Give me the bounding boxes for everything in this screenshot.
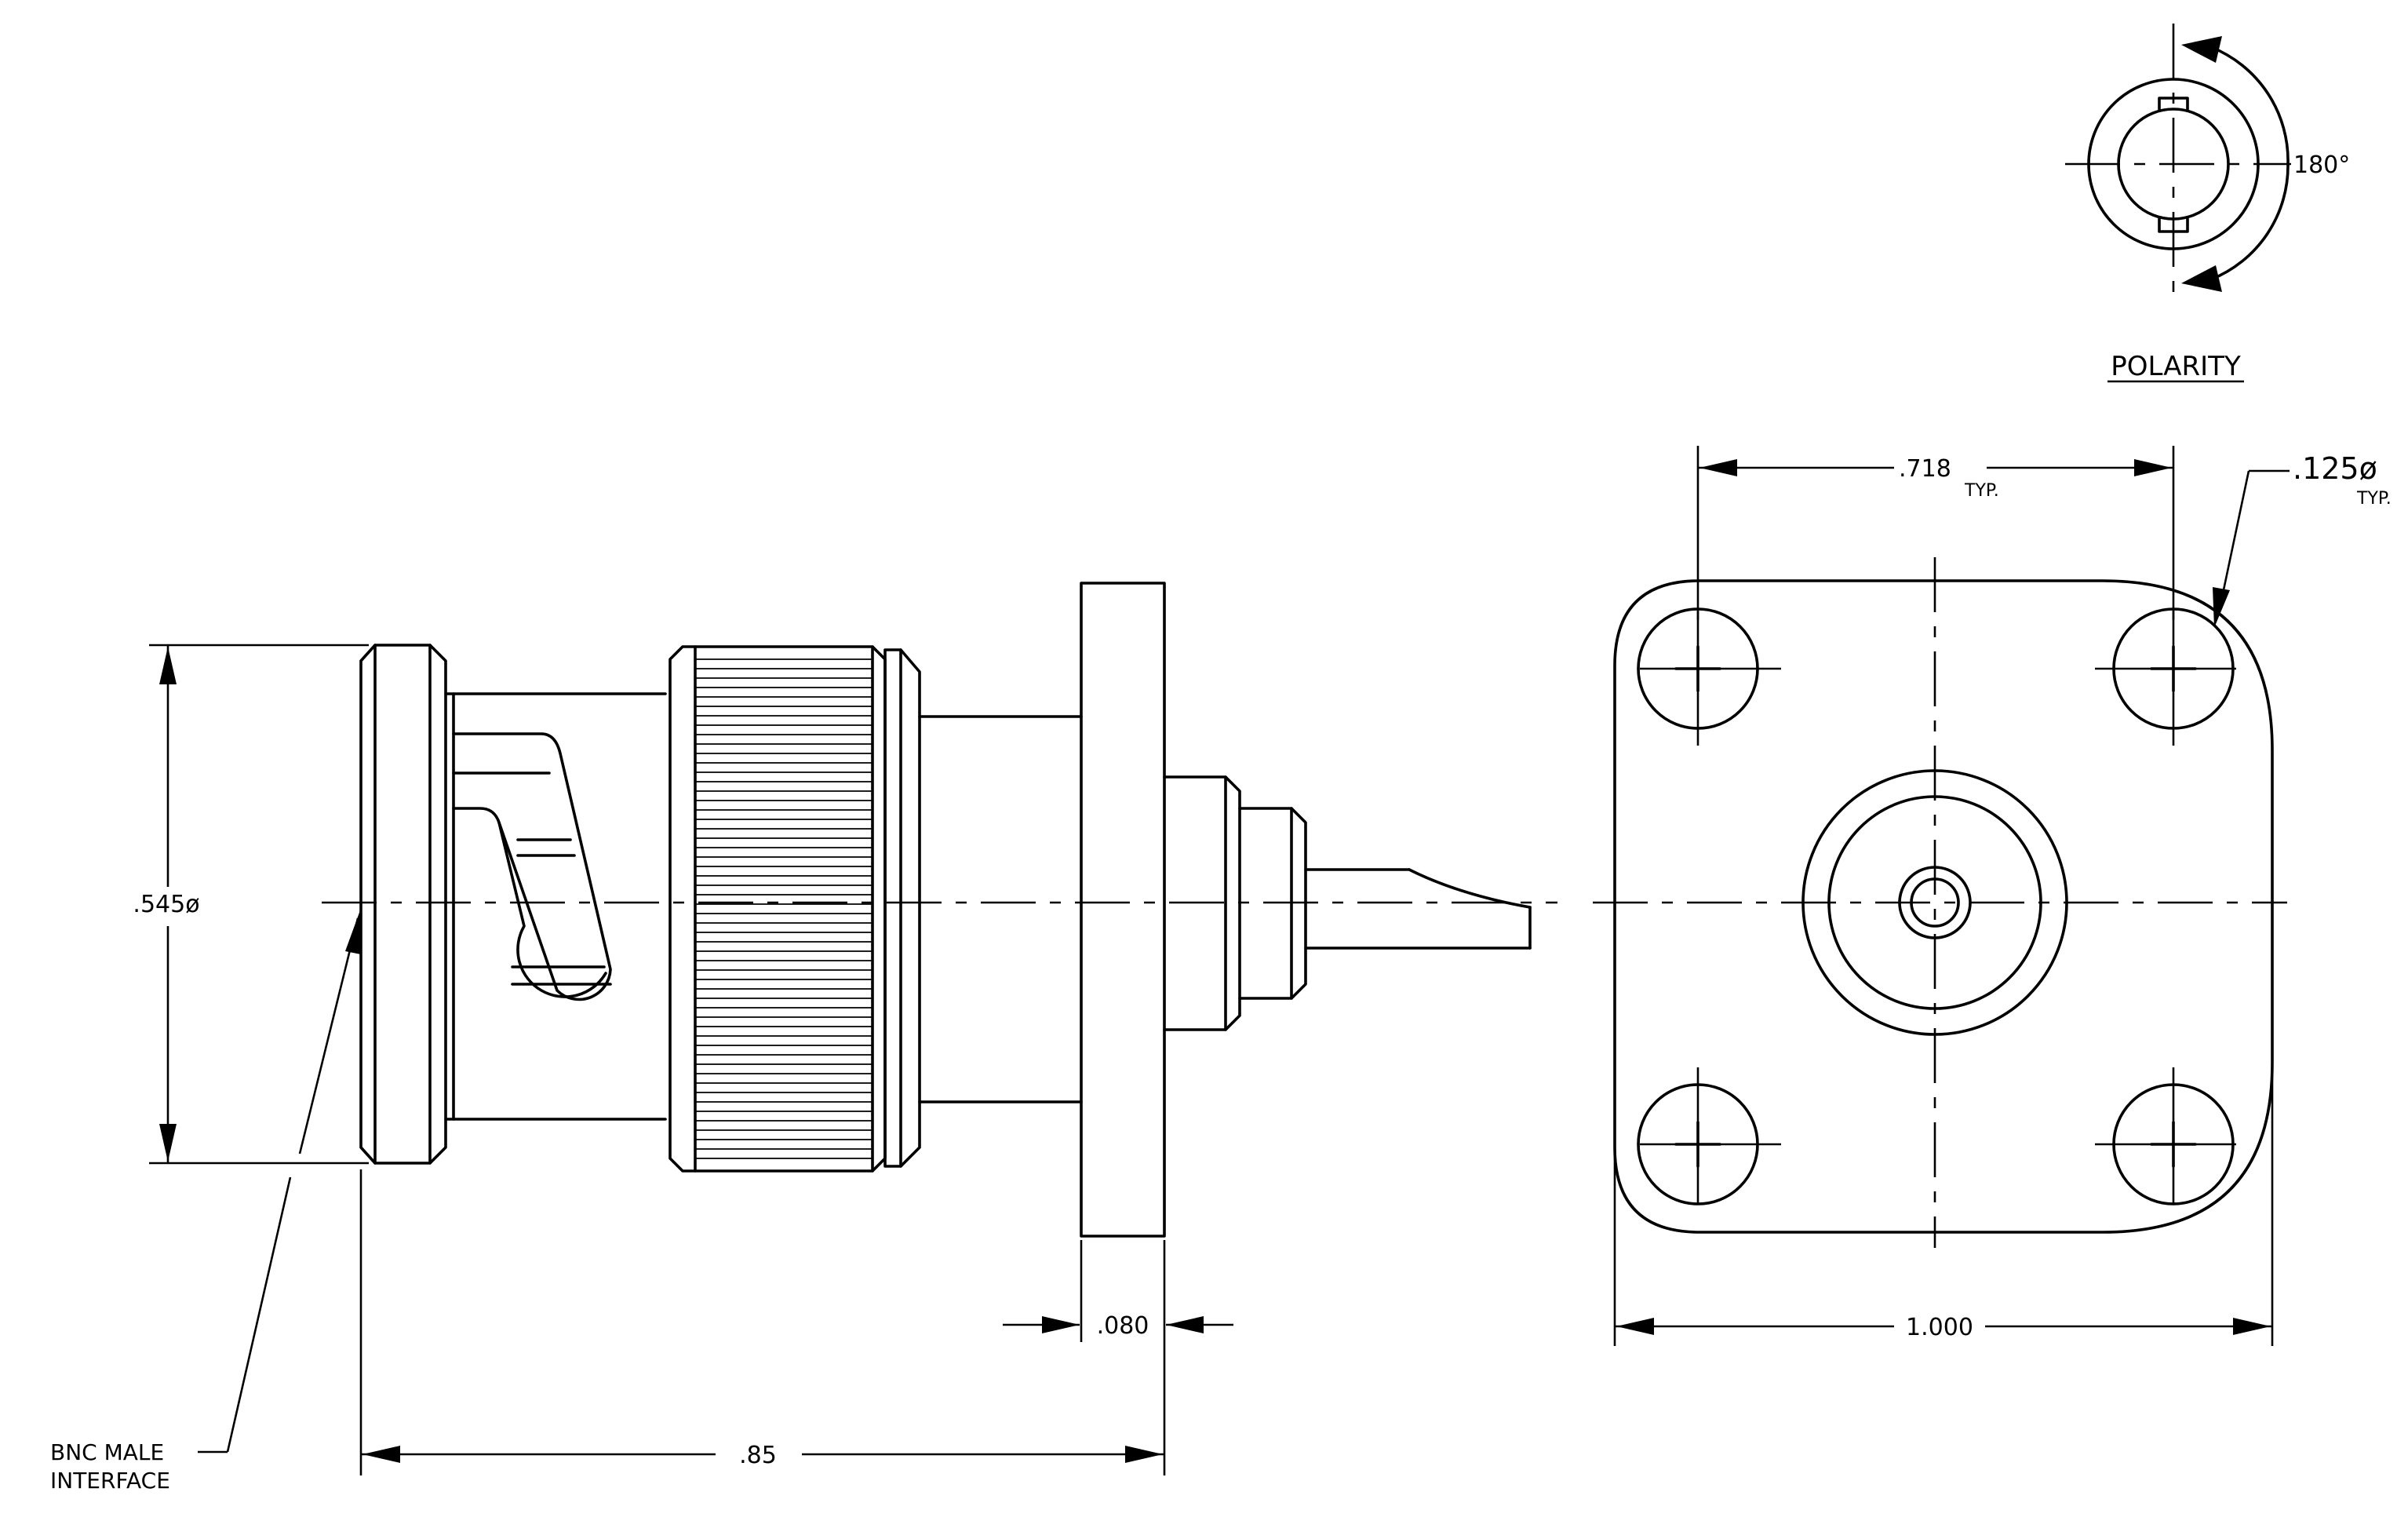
hole-spacing-note: TYP. (1964, 481, 1999, 501)
side-view (322, 582, 1557, 1238)
dim-hole-diameter: .125ø TYP. (2213, 451, 2392, 628)
flange-width-value: 1.000 (1906, 1314, 1973, 1341)
polarity-view: 180° POLARITY (2065, 24, 2350, 383)
interface-label-line2: INTERFACE (50, 1468, 170, 1494)
flange-thickness-value: .080 (1097, 1312, 1149, 1340)
flange-view (1593, 557, 2287, 1248)
hole-spacing-value: .718 (1899, 455, 1951, 483)
dim-hole-spacing: .718 TYP. (1696, 446, 2175, 620)
mounting-hole-top-left (1637, 607, 1781, 746)
mounting-hole-bottom-left (1637, 1067, 1781, 1205)
dim-flange-thickness: .080 (1003, 1240, 1233, 1475)
dim-flange-width: 1.000 (1613, 1067, 2274, 1346)
hole-diameter-note: TYP. (2356, 489, 2392, 509)
mounting-hole-top-right (2095, 607, 2236, 746)
mounting-hole-bottom-right (2095, 1067, 2236, 1205)
hole-diameter-value: .125ø (2293, 451, 2377, 486)
body-diameter-value: .545ø (133, 891, 199, 918)
interface-callout: BNC MALE INTERFACE (50, 910, 361, 1494)
dim-body-diameter: .545ø (133, 644, 369, 1165)
polarity-angle-label: 180° (2293, 151, 2350, 179)
dim-length: .85 (359, 1169, 1164, 1475)
coupling-nut-knurling (695, 658, 872, 1159)
interface-label-line1: BNC MALE (50, 1439, 164, 1465)
polarity-title: POLARITY (2111, 351, 2241, 382)
length-value: .85 (739, 1442, 777, 1469)
